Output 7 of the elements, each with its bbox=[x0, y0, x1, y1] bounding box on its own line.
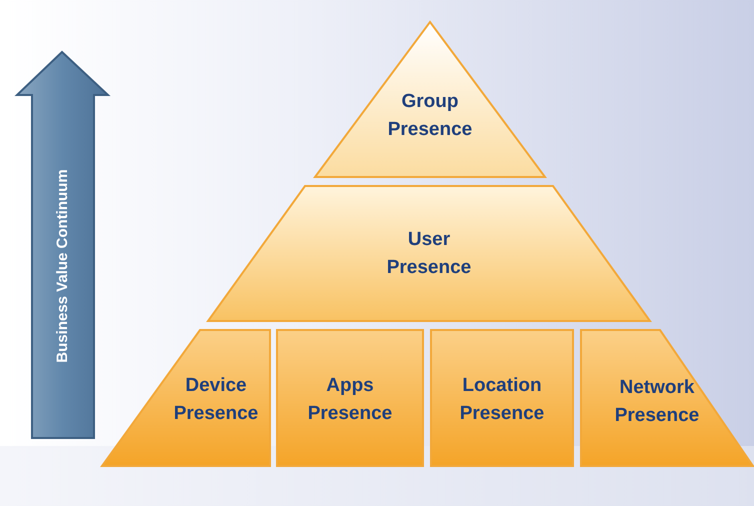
tier-label: Network Presence bbox=[614, 376, 700, 428]
axis-label: Business Value Continuum bbox=[54, 168, 72, 365]
tier-label: Group Presence bbox=[386, 90, 474, 142]
tier-label: Location Presence bbox=[458, 374, 546, 426]
tier-label: Apps Presence bbox=[306, 374, 394, 426]
tier-label: User Presence bbox=[386, 228, 472, 280]
tier-label: Device Presence bbox=[172, 374, 260, 426]
